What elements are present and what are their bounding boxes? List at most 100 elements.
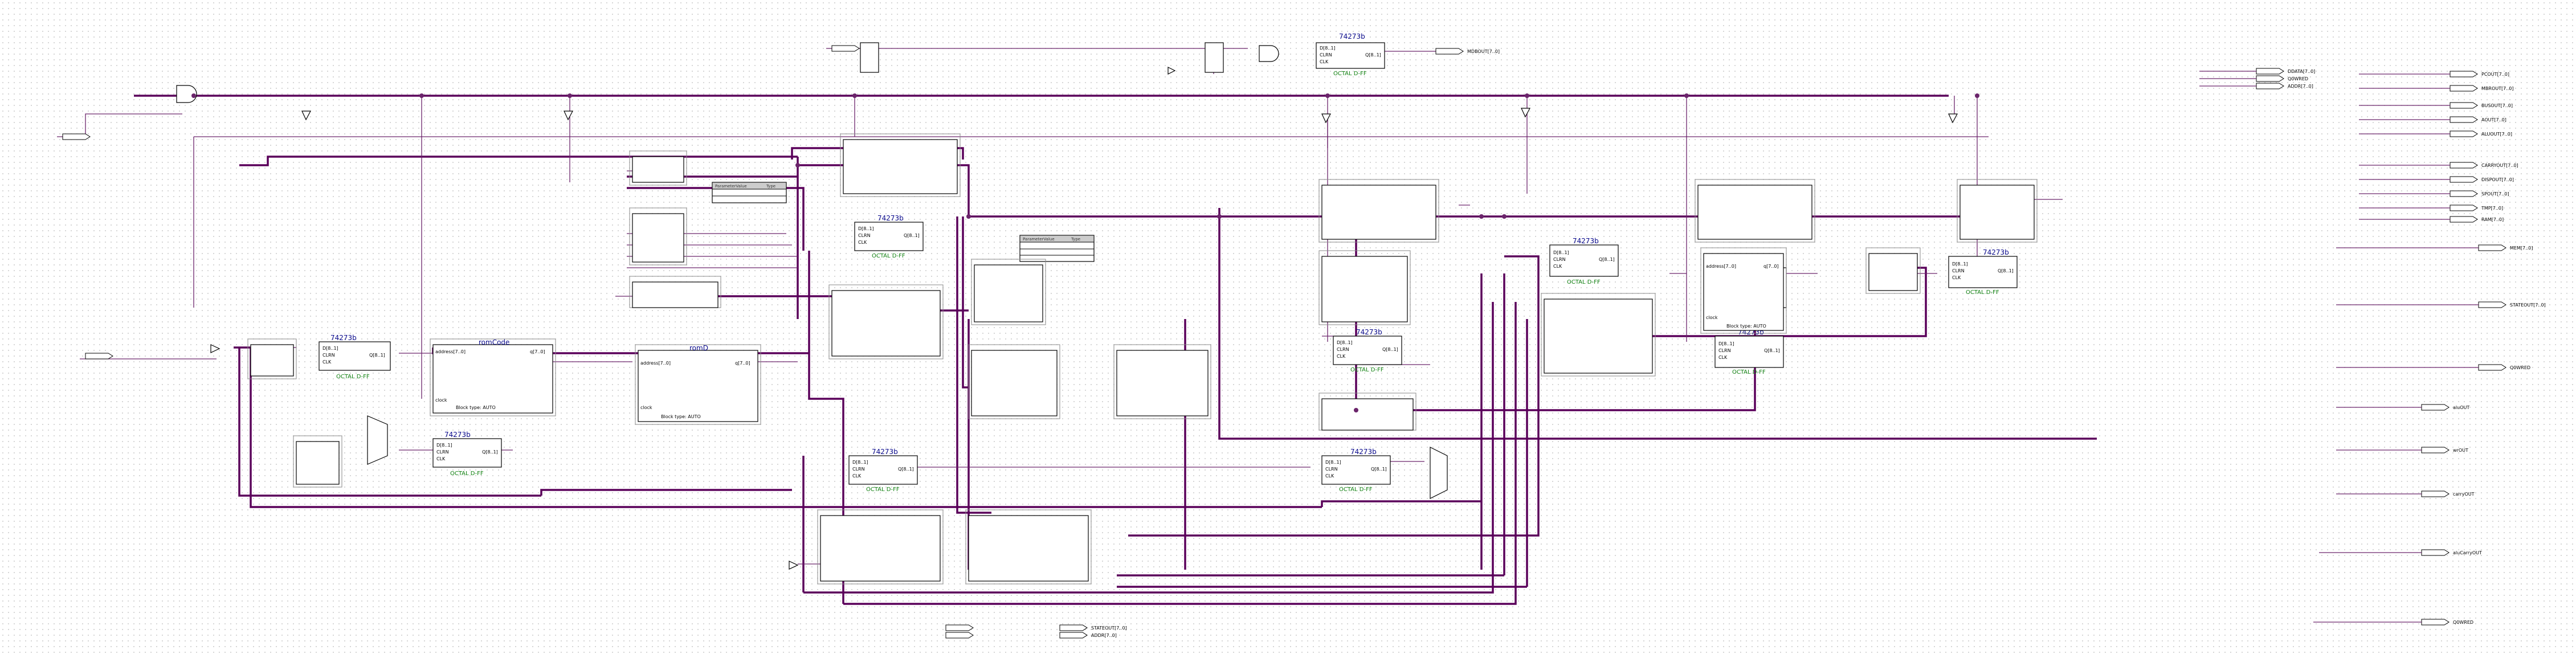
svg-text:74273b: 74273b <box>872 448 898 456</box>
rom-code-block[interactable]: romCode address[7..0] q[7..0] clock Bloc… <box>430 338 556 416</box>
svg-text:74273b: 74273b <box>1573 237 1599 245</box>
svg-text:MDBOUT[7..0]: MDBOUT[7..0] <box>1467 49 1500 54</box>
not-gate-icon <box>1167 67 1176 75</box>
svg-text:CLK: CLK <box>1718 355 1728 360</box>
not-gate-icon <box>1948 113 1958 124</box>
output-ports <box>1059 48 2506 639</box>
svg-text:Q[8..1]: Q[8..1] <box>1371 467 1387 472</box>
svg-text:OCTAL D-FF: OCTAL D-FF <box>866 487 900 493</box>
and-gate-icon <box>176 85 197 103</box>
svg-text:Q[8..1]: Q[8..1] <box>1764 348 1780 353</box>
dff-icon <box>860 42 879 73</box>
register-74273b[interactable]: 74273b D[8..1] CLRN CLK Q[8..1] OCTAL D-… <box>1333 328 1402 373</box>
register-74273b[interactable]: 74273b D[8..1] CLRN CLK Q[8..1] OCTAL D-… <box>319 334 391 380</box>
svg-text:OCTAL D-FF: OCTAL D-FF <box>1732 369 1766 375</box>
not-gate-icon <box>564 111 573 121</box>
svg-text:CLRN: CLRN <box>1320 52 1332 58</box>
svg-text:Q[8..1]: Q[8..1] <box>1382 347 1398 352</box>
not-gate-icon <box>1321 113 1331 124</box>
junction-dots <box>191 93 1979 412</box>
svg-text:RAM[7..0]: RAM[7..0] <box>2481 217 2504 222</box>
svg-text:TMP[7..0]: TMP[7..0] <box>2481 206 2503 211</box>
svg-text:OCTAL D-FF: OCTAL D-FF <box>1350 367 1384 373</box>
svg-text:wrOUT: wrOUT <box>2453 448 2468 453</box>
svg-text:clock: clock <box>640 405 652 410</box>
svg-text:Q0WRED: Q0WRED <box>2510 365 2530 370</box>
svg-text:Q[8..1]: Q[8..1] <box>482 449 498 455</box>
svg-text:D[8..1]: D[8..1] <box>436 443 452 448</box>
mux-icon <box>367 415 388 465</box>
svg-text:PCOUT[7..0]: PCOUT[7..0] <box>2481 72 2509 77</box>
svg-text:ParameterValue: ParameterValue <box>715 184 747 189</box>
svg-text:BUSOUT[7..0]: BUSOUT[7..0] <box>2481 103 2513 108</box>
svg-text:CLK: CLK <box>322 359 332 365</box>
svg-text:74273b: 74273b <box>1350 448 1377 456</box>
register-74273b[interactable]: 74273b D[8..1] CLRN CLK Q[8..1] OCTAL D-… <box>1948 248 2018 296</box>
svg-text:Block type: AUTO: Block type: AUTO <box>1726 324 1766 329</box>
not-gate-icon <box>1521 108 1530 118</box>
dff-icon <box>1205 42 1224 73</box>
register-74273b[interactable]: 74273b D[8..1] CLRN CLK Q[8..1] OCTAL D-… <box>1549 237 1619 285</box>
svg-text:ADDR[7..0]: ADDR[7..0] <box>1091 633 1117 638</box>
svg-text:q[7..0]: q[7..0] <box>735 361 750 366</box>
svg-text:CLK: CLK <box>1320 59 1329 64</box>
svg-text:OCTAL D-FF: OCTAL D-FF <box>1333 71 1367 77</box>
svg-text:D[8..1]: D[8..1] <box>322 346 338 351</box>
svg-text:Q0WRED: Q0WRED <box>2288 76 2308 81</box>
svg-text:Q[8..1]: Q[8..1] <box>1998 268 2014 273</box>
ram-block[interactable]: address[7..0] q[7..0] clock Block type: … <box>1700 247 1787 334</box>
svg-text:CLRN: CLRN <box>858 233 871 238</box>
svg-text:CLK: CLK <box>1337 354 1346 359</box>
not-gate-icon <box>210 344 221 353</box>
svg-text:D[8..1]: D[8..1] <box>852 460 868 465</box>
svg-text:OCTAL D-FF: OCTAL D-FF <box>1567 279 1601 285</box>
component-blocks[interactable] <box>247 133 2038 584</box>
output-port-labels: MDBOUT[7..0] DDATA[7..0] Q0WRED ADDR[7..… <box>1091 49 2546 638</box>
mux-icon <box>1430 447 1448 499</box>
svg-text:ALUOUT[7..0]: ALUOUT[7..0] <box>2481 132 2512 137</box>
register-74273b[interactable]: 74273b D[8..1] CLRN CLK Q[8..1] OCTAL D-… <box>1321 448 1391 493</box>
logic-gates <box>176 42 1958 570</box>
svg-text:romD: romD <box>689 344 708 352</box>
rom-d-block[interactable]: romD address[7..0] q[7..0] clock Block t… <box>635 344 761 425</box>
svg-text:CLK: CLK <box>436 456 446 461</box>
svg-text:address[7..0]: address[7..0] <box>640 361 671 366</box>
svg-text:OCTAL D-FF: OCTAL D-FF <box>1966 289 1999 296</box>
svg-text:CARRYOUT[7..0]: CARRYOUT[7..0] <box>2481 163 2518 168</box>
svg-text:D[8..1]: D[8..1] <box>1553 250 1569 255</box>
svg-text:CLRN: CLRN <box>322 353 335 358</box>
svg-text:SPOUT[7..0]: SPOUT[7..0] <box>2481 191 2509 197</box>
not-gate-icon <box>789 561 799 570</box>
svg-text:CLRN: CLRN <box>1337 347 1349 352</box>
svg-text:aluOUT: aluOUT <box>2453 405 2469 410</box>
register-74273b[interactable]: 74273b D[8..1] CLRN CLK Q[8..1] OCTAL D-… <box>848 448 918 493</box>
register-74273b[interactable]: 74273b D[8..1] CLRN CLK Q[8..1] OCTAL D-… <box>854 214 924 259</box>
svg-text:CLK: CLK <box>1553 264 1562 269</box>
svg-text:Q[8..1]: Q[8..1] <box>904 233 920 238</box>
svg-text:Q[8..1]: Q[8..1] <box>369 353 385 358</box>
svg-text:q[7..0]: q[7..0] <box>530 349 545 354</box>
svg-text:romCode: romCode <box>479 338 509 346</box>
svg-text:74273b: 74273b <box>444 431 471 439</box>
output-wires <box>2199 71 2479 623</box>
param-table: ParameterValue Type <box>1019 235 1095 262</box>
svg-text:D[8..1]: D[8..1] <box>1325 460 1341 465</box>
svg-text:74273b: 74273b <box>1339 32 1365 40</box>
svg-text:OCTAL D-FF: OCTAL D-FF <box>336 374 370 380</box>
svg-text:aluCarryOUT: aluCarryOUT <box>2453 550 2482 555</box>
svg-text:ADDR[7..0]: ADDR[7..0] <box>2288 84 2313 89</box>
svg-text:CLK: CLK <box>852 473 862 479</box>
svg-text:D[8..1]: D[8..1] <box>1337 340 1353 345</box>
param-table: ParameterValue Type <box>712 182 787 203</box>
register-74273b[interactable]: 74273b D[8..1] CLRN CLK Q[8..1] OCTAL D-… <box>1316 32 1385 77</box>
and-gate-icon <box>1259 45 1279 62</box>
svg-text:ParameterValue: ParameterValue <box>1023 237 1055 242</box>
svg-text:q[7..0]: q[7..0] <box>1763 264 1779 269</box>
svg-text:Block type: AUTO: Block type: AUTO <box>661 414 701 419</box>
register-74273b[interactable]: 74273b D[8..1] CLRN CLK Q[8..1] OCTAL D-… <box>432 431 502 477</box>
svg-text:CLRN: CLRN <box>1718 348 1731 353</box>
register-74273b[interactable]: 74273b D[8..1] CLRN CLK Q[8..1] OCTAL D-… <box>1714 328 1784 375</box>
svg-text:STATEOUT[7..0]: STATEOUT[7..0] <box>2510 303 2546 308</box>
svg-text:CLRN: CLRN <box>1325 467 1338 472</box>
